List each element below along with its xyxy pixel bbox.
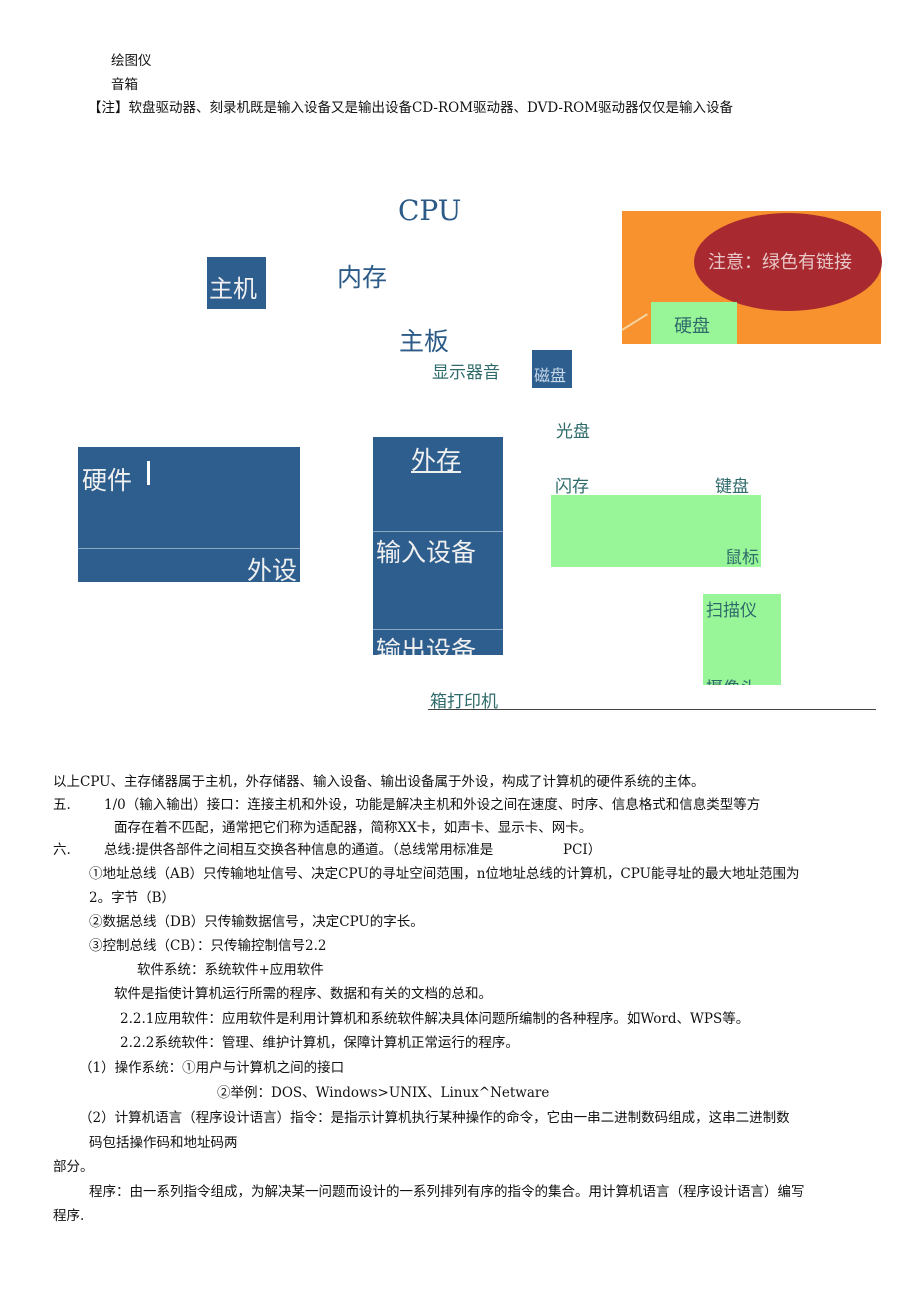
paragraph: 软件系统：系统软件+应用软件 (137, 962, 324, 978)
scanner-camera-link[interactable]: 扫描仪 摄像头 (703, 594, 781, 685)
paragraph: 2.2.2系统软件：管理、维护计算机，保障计算机正常运行的程序。 (120, 1035, 519, 1051)
divider (373, 629, 503, 630)
input-device-label: 输入设备 (376, 538, 477, 567)
text-line: 音箱 (111, 77, 138, 93)
display-sound-label: 显示器音 (432, 363, 500, 383)
host-box[interactable]: 主机 (207, 257, 266, 309)
callout-note: 注意：绿色有链接 (708, 252, 852, 273)
callout-panel: 注意：绿色有链接 硬盘 (621, 211, 882, 344)
paragraph: ②举例：DOS、Windows>UNIX、Linux^Netware (217, 1085, 550, 1101)
flash-label: 闪存 (555, 477, 589, 497)
cursor-icon (147, 461, 150, 485)
arrow-icon (621, 313, 648, 331)
paragraph: 总线:提供各部件之间相互交换各种信息的通道。（总线常用标准是 (104, 842, 494, 858)
paragraph: 面存在着不匹配，通常把它们称为适配器，简称XX卡，如声卡、显示卡、网卡。 (114, 820, 593, 836)
camera-label: 摄像头 (706, 674, 757, 685)
hard-disk-link[interactable]: 硬盘 (651, 302, 737, 344)
note-line: 【注】软盘驱动器、刻录机既是输入设备又是输出设备CD-ROM驱动器、DVD-RO… (88, 100, 734, 116)
note-ellipse (694, 213, 882, 311)
paragraph: 码包括操作码和地址码两 (89, 1135, 238, 1151)
scanner-label: 扫描仪 (706, 601, 757, 621)
divider (78, 548, 300, 549)
keyboard-label: 键盘 (715, 477, 749, 497)
paragraph: 部分。 (53, 1159, 94, 1175)
magnetic-disk-label: 磁盘 (534, 366, 567, 385)
paragraph: （2）计算机语言（程序设计语言）指令：是指示计算机执行某种操作的命令，它由一串二… (79, 1110, 790, 1126)
section-number: 六. (53, 842, 71, 858)
host-label: 主机 (209, 275, 257, 303)
paragraph: 2.2.1应用软件：应用软件是利用计算机和系统软件解决具体问题所编制的各种程序。… (120, 1011, 750, 1027)
section-number: 五. (53, 797, 71, 813)
text-line: 绘图仪 (111, 53, 152, 69)
hardware-label: 硬件 (82, 466, 133, 495)
divider (373, 531, 503, 532)
paragraph: （1）操作系统：①用户与计算机之间的接口 (79, 1060, 345, 1076)
cpu-label: CPU (398, 194, 462, 227)
speaker-printer-label: 箱打印机 (430, 692, 498, 712)
paragraph: ③控制总线（CB）：只传输控制信号2.2 (89, 938, 327, 954)
paragraph: 2。字节（B） (89, 890, 176, 906)
paragraph: ②数据总线（DB）只传输数据信号，决定CPU的字长。 (89, 914, 424, 930)
paragraph: 程序. (53, 1208, 85, 1224)
magnetic-disk-box[interactable]: 磁盘 (532, 350, 572, 388)
memory-label: 内存 (337, 263, 388, 292)
paragraph: 程序：由一系列指令组成，为解决某一问题而设计的一系列排列有序的指令的集合。用计算… (89, 1184, 805, 1200)
paragraph: 软件是指使计算机运行所需的程序、数据和有关的文档的总和。 (114, 986, 492, 1002)
optical-disk-label: 光盘 (556, 422, 590, 442)
mouse-label: 鼠标 (725, 548, 759, 568)
divider-line (428, 709, 876, 710)
paragraph: 以上CPU、主存储器属于主机，外存储器、输入设备、输出设备属于外设，构成了计算机… (53, 774, 705, 790)
peripheral-label: 外设 (246, 556, 297, 585)
paragraph: 1/0（输入输出）接口：连接主机和外设，功能是解决主机和外设之间在速度、时序、信… (104, 797, 761, 813)
hardware-box[interactable]: 硬件 外设 (78, 447, 300, 585)
paragraph: ①地址总线（AB）只传输地址信号、决定CPU的寻址空间范围，n位地址总线的计算机… (89, 866, 800, 882)
storage-io-box[interactable]: 外存 输入设备 输出设备 (373, 437, 503, 655)
motherboard-label: 主板 (399, 327, 450, 356)
external-storage-link[interactable]: 外存 (411, 446, 462, 475)
output-device-label: 输出设备 (376, 636, 477, 655)
hard-disk-label: 硬盘 (674, 316, 710, 337)
paragraph: PCI） (563, 842, 602, 858)
input-devices-link[interactable]: 鼠标 (551, 495, 761, 568)
